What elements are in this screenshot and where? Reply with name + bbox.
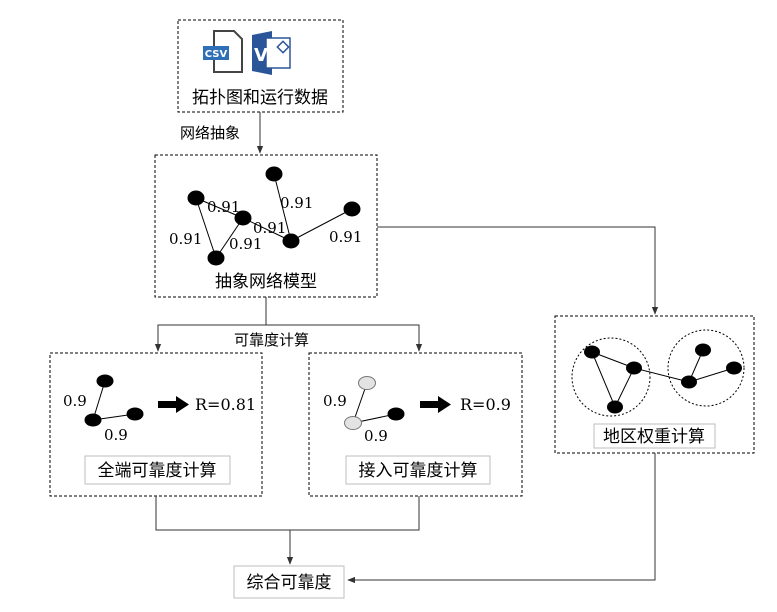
visio-file-icon: V: [252, 31, 291, 75]
arrow-to-regional: [377, 226, 659, 315]
graph-node: [681, 375, 697, 389]
graph-node: [726, 361, 742, 375]
graph-edge: [242, 217, 292, 242]
csv-file-icon: CSV: [203, 30, 243, 73]
access-result: R=0.9: [460, 395, 511, 414]
graph-node: [265, 166, 283, 182]
edge-weight: 0.91: [169, 230, 202, 248]
regional-label-box: [593, 423, 716, 449]
abstract-model-label: 抽象网络模型: [215, 272, 317, 292]
graph-edge: [273, 173, 292, 242]
graph-edge: [614, 367, 635, 408]
graph-node: [187, 190, 205, 206]
edge-weight: 0.91: [253, 219, 286, 237]
edge-weight: 0.9: [104, 426, 128, 444]
graph-edge: [195, 197, 217, 259]
graph-node: [695, 343, 711, 357]
csv-label-bg: [203, 46, 229, 60]
reliability-calc-label: 可靠度计算: [234, 331, 309, 349]
graph-edge: [688, 367, 735, 383]
full-terminal-result: R=0.81: [195, 395, 256, 414]
composite-label: 综合可靠度: [247, 573, 332, 593]
graph-edge: [290, 208, 353, 242]
result-arrow-icon: [158, 396, 189, 413]
region-circle: [667, 329, 745, 407]
regional-label: 地区权重计算: [603, 427, 705, 447]
edge-weight: 0.91: [207, 198, 240, 216]
graph-node: [84, 413, 102, 427]
edge-weight: 0.9: [364, 427, 388, 445]
graph-node: [234, 210, 252, 226]
graph-node: [358, 376, 376, 390]
graph-edge: [633, 367, 690, 383]
access-label: 接入可靠度计算: [359, 461, 478, 481]
graph-edge: [215, 217, 244, 259]
graph-node: [584, 345, 600, 359]
full-terminal-label-box: [84, 455, 231, 485]
abstraction-label: 网络抽象: [180, 124, 240, 142]
abstract-network-graph: 0.91 0.91 0.91 0.91 0.91 0.91: [169, 166, 362, 266]
graph-edge: [195, 197, 244, 219]
edge-weight: 0.91: [329, 228, 362, 246]
full-terminal-graph: 0.9 0.9: [63, 374, 144, 444]
graph-node: [96, 374, 114, 388]
graph-node: [626, 361, 642, 375]
graph-node: [282, 233, 300, 249]
graph-node: [343, 201, 361, 217]
visio-label: V: [254, 45, 268, 66]
access-box: [308, 352, 523, 497]
graph-node: [207, 250, 225, 266]
merge-line: [155, 496, 420, 531]
arrow-regional-to-composite: [347, 453, 656, 584]
access-graph: 0.9 0.9: [323, 376, 405, 445]
region-circle: [571, 337, 651, 417]
composite-box: [233, 565, 345, 599]
graph-node: [126, 407, 144, 421]
graph-node: [607, 400, 623, 414]
full-terminal-label: 全端可靠度计算: [98, 461, 217, 481]
graph-node: [344, 416, 362, 430]
arrow-to-full-terminal: [154, 297, 267, 352]
edge-weight: 0.91: [280, 194, 313, 212]
access-label-box: [345, 455, 491, 485]
arrow-to-access: [266, 324, 423, 352]
graph-edge: [92, 380, 106, 421]
data-source-label: 拓扑图和运行数据: [192, 88, 328, 108]
edge-weight: 0.9: [323, 392, 347, 410]
regional-graph: [571, 329, 745, 417]
graph-edge: [591, 351, 616, 408]
data-source-box: [177, 19, 344, 113]
result-arrow-icon: [420, 396, 451, 413]
edge-weight: 0.91: [229, 235, 262, 253]
csv-label: CSV: [205, 49, 228, 60]
graph-node: [387, 407, 405, 421]
edge-weight: 0.9: [63, 392, 87, 410]
